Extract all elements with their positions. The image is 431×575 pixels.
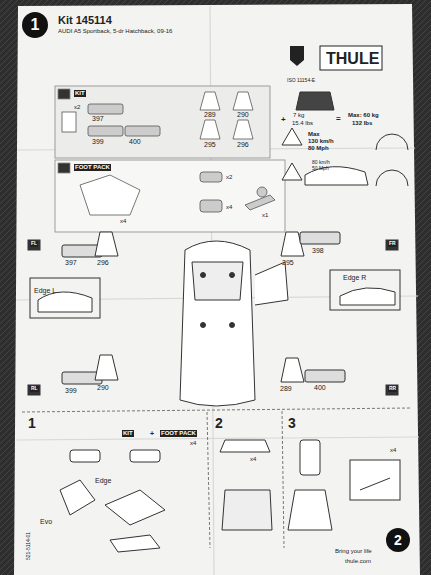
part-label: 397 (65, 259, 77, 267)
part-label: KIT (74, 90, 86, 97)
part-label: THULE (326, 50, 379, 68)
part-label: 521-5114-01 (26, 532, 32, 560)
part-label: x4 (120, 218, 126, 225)
part-label: AUDI A5 Sportback, 5-dr Hatchback, 09-16 (58, 28, 172, 35)
part-label: FOOT PACK (160, 430, 197, 437)
part-label: FL (30, 241, 38, 247)
part-label: 290 (97, 384, 109, 392)
part-label: + (150, 430, 154, 438)
part-label: 296 (237, 141, 249, 149)
part-label: 80 Mph (308, 145, 329, 152)
part-label: 290 (237, 111, 249, 119)
kit-title: Kit 145114 (58, 14, 112, 26)
part-label: 50 Mph (312, 166, 329, 172)
part-label: x2 (74, 104, 80, 111)
part-label: 295 (282, 259, 294, 267)
part-label: Max (308, 131, 320, 138)
part-label: x1 (262, 212, 268, 219)
part-label: 398 (312, 247, 324, 255)
part-label: RR (388, 386, 397, 392)
part-label: 400 (314, 384, 326, 392)
part-label: Bring your life (335, 548, 372, 555)
part-label: 399 (92, 138, 104, 146)
part-label: ISO 11154-E (287, 78, 315, 84)
part-label: x4 (390, 447, 396, 454)
part-label: + (281, 116, 286, 125)
part-label: 295 (204, 141, 216, 149)
part-label: FR (388, 241, 397, 247)
part-label: Edge L (34, 287, 56, 295)
part-label: 15.4 lbs (292, 120, 313, 127)
step-circle: 2 (386, 528, 410, 552)
part-label: FOOT PACK (74, 164, 111, 171)
part-label: x4 (226, 204, 232, 211)
part-label: 130 km/h (308, 138, 334, 145)
part-label: thule.com (345, 558, 371, 565)
step-number: 2 (394, 532, 402, 548)
part-label: KIT (122, 430, 134, 437)
part-label: 3 (288, 416, 296, 431)
part-label: Edge (95, 477, 111, 485)
part-label: Evo (40, 518, 52, 526)
part-label: 397 (92, 115, 104, 123)
part-label: 289 (280, 385, 292, 393)
part-label: 7 kg (293, 112, 304, 119)
step-circle: 1 (22, 12, 48, 38)
part-label: 80 km/h (312, 160, 330, 166)
part-label: 296 (97, 259, 109, 267)
part-label: 2 (215, 416, 223, 431)
part-label: x4 (190, 440, 196, 447)
part-label: = (336, 115, 341, 124)
part-label: x2 (226, 174, 232, 181)
part-label: x4 (250, 456, 256, 463)
part-label: Edge R (343, 274, 366, 282)
part-label: 400 (129, 138, 141, 146)
part-label: 399 (65, 387, 77, 395)
part-label: 1 (28, 416, 36, 431)
part-label: 289 (204, 111, 216, 119)
part-label: Max: 60 kg (348, 112, 379, 119)
step-number: 1 (31, 16, 40, 34)
part-label: 132 lbs (352, 120, 372, 127)
part-label: RL (30, 386, 39, 392)
